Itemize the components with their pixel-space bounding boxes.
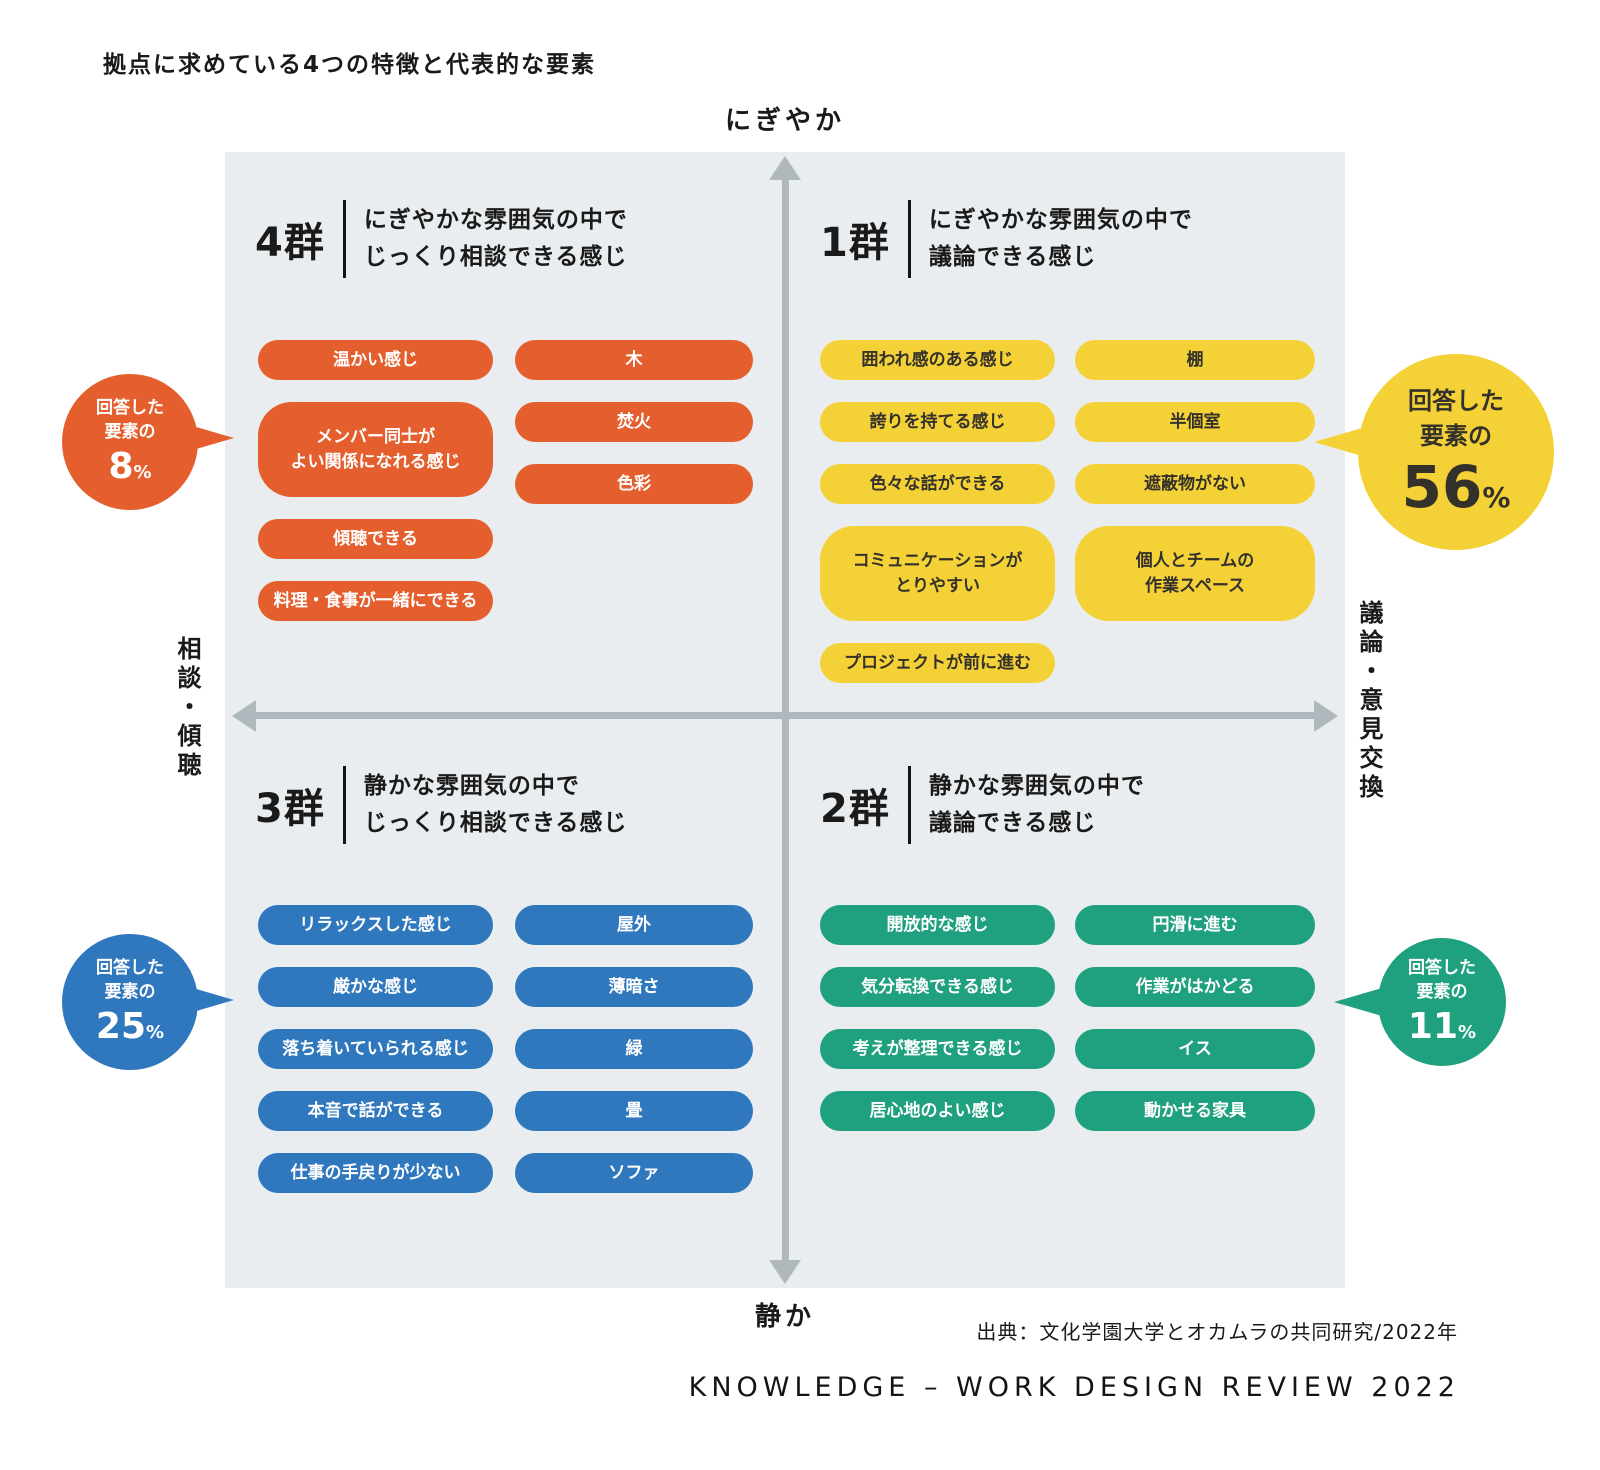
group3-badge-tail	[186, 986, 234, 1014]
group4-badge-tail	[186, 424, 234, 452]
badge-value: 11%	[1408, 1007, 1476, 1047]
arrow-right-icon	[1314, 699, 1338, 732]
pill: メンバー同士が よい関係になれる感じ	[258, 402, 493, 497]
group1-response-badge: 回答した 要素の 56%	[1358, 354, 1554, 550]
pill: 焚火	[515, 402, 753, 442]
pill: プロジェクトが前に進む	[820, 643, 1055, 683]
group3-header-divider	[342, 766, 346, 844]
pill: 本音で話ができる	[258, 1091, 493, 1131]
pill: 薄暗さ	[515, 967, 753, 1007]
group2-description: 静かな雰囲気の中で 議論できる感じ	[928, 772, 1145, 836]
group4-header-divider	[342, 200, 346, 278]
badge-caption: 回答した 要素の	[96, 958, 164, 1003]
group1-badge-tail	[1314, 428, 1362, 456]
group2-pills-right: 円滑に進む 作業がはかどる イス 動かせる家具	[1075, 905, 1315, 1131]
axis-label-top: にぎやか	[724, 106, 846, 136]
group4-number: 4群	[255, 220, 325, 266]
badge-unit: %	[1458, 1022, 1477, 1043]
group3-pills-right: 屋外 薄暗さ 緑 畳 ソファ	[515, 905, 753, 1193]
group4-description: にぎやかな雰囲気の中で じっくり相談できる感じ	[363, 206, 628, 270]
pill: 色々な話ができる	[820, 464, 1055, 504]
vertical-axis-line	[782, 176, 789, 1266]
pill: 温かい感じ	[258, 340, 493, 380]
pill: 考えが整理できる感じ	[820, 1029, 1055, 1069]
group1-header: 1群 にぎやかな雰囲気の中で 議論できる感じ	[820, 200, 1193, 278]
pill: リラックスした感じ	[258, 905, 493, 945]
pill: 屋外	[515, 905, 753, 945]
pill: 作業がはかどる	[1075, 967, 1315, 1007]
badge-number: 8	[108, 446, 134, 487]
badge-unit: %	[133, 462, 152, 483]
badge-value: 8%	[108, 447, 151, 487]
pill: ソファ	[515, 1153, 753, 1193]
badge-value: 56%	[1401, 452, 1511, 521]
badge-number: 56	[1401, 452, 1483, 521]
group2-header: 2群 静かな雰囲気の中で 議論できる感じ	[820, 766, 1145, 844]
group3-description: 静かな雰囲気の中で じっくり相談できる感じ	[363, 772, 628, 836]
group3-response-badge: 回答した 要素の 25%	[62, 934, 198, 1070]
pill: 落ち着いていられる感じ	[258, 1029, 493, 1069]
pill: 気分転換できる感じ	[820, 967, 1055, 1007]
pill: 料理・食事が一緒にできる	[258, 581, 493, 621]
axis-label-bottom: 静か	[754, 1302, 816, 1332]
pill: 仕事の手戻りが少ない	[258, 1153, 493, 1193]
group2-header-divider	[907, 766, 911, 844]
badge-caption: 回答した 要素の	[96, 398, 164, 443]
pill: 棚	[1075, 340, 1315, 380]
pill: イス	[1075, 1029, 1315, 1069]
pill: コミュニケーションが とりやすい	[820, 526, 1055, 621]
group1-description: にぎやかな雰囲気の中で 議論できる感じ	[928, 206, 1193, 270]
group1-header-divider	[907, 200, 911, 278]
pill: 遮蔽物がない	[1075, 464, 1315, 504]
pill: 動かせる家具	[1075, 1091, 1315, 1131]
group2-response-badge: 回答した 要素の 11%	[1378, 938, 1506, 1066]
pill: 畳	[515, 1091, 753, 1131]
badge-value: 25%	[96, 1007, 164, 1047]
group1-number: 1群	[820, 220, 890, 266]
badge-caption: 回答した 要素の	[1408, 387, 1504, 451]
pill: 居心地のよい感じ	[820, 1091, 1055, 1131]
arrow-down-icon	[769, 1260, 801, 1284]
group1-pills-right: 棚 半個室 遮蔽物がない 個人とチームの 作業スペース	[1075, 340, 1315, 621]
axis-label-left: 相談・傾聴	[173, 636, 201, 781]
badge-number: 25	[95, 1006, 147, 1047]
pill: 傾聴できる	[258, 519, 493, 559]
arrow-left-icon	[232, 699, 256, 732]
pill: 開放的な感じ	[820, 905, 1055, 945]
pill: 誇りを持てる感じ	[820, 402, 1055, 442]
group1-pills-left: 囲われ感のある感じ 誇りを持てる感じ 色々な話ができる コミュニケーションが と…	[820, 340, 1055, 683]
pill: 厳かな感じ	[258, 967, 493, 1007]
pill: 木	[515, 340, 753, 380]
pill: 色彩	[515, 464, 753, 504]
pill: 緑	[515, 1029, 753, 1069]
group3-header: 3群 静かな雰囲気の中で じっくり相談できる感じ	[255, 766, 627, 844]
group4-response-badge: 回答した 要素の 8%	[62, 374, 198, 510]
pill: 個人とチームの 作業スペース	[1075, 526, 1315, 621]
pill: 円滑に進む	[1075, 905, 1315, 945]
horizontal-axis-line	[254, 712, 1316, 719]
group3-pills-left: リラックスした感じ 厳かな感じ 落ち着いていられる感じ 本音で話ができる 仕事の…	[258, 905, 493, 1193]
badge-unit: %	[1482, 480, 1511, 514]
publication-wordmark: KNOWLEDGE – WORK DESIGN REVIEW 2022	[688, 1372, 1460, 1403]
badge-unit: %	[146, 1022, 165, 1043]
axis-label-right: 議論・意見交換	[1355, 600, 1383, 803]
arrow-up-icon	[769, 156, 801, 180]
group2-number: 2群	[820, 786, 890, 832]
pill: 囲われ感のある感じ	[820, 340, 1055, 380]
group3-number: 3群	[255, 786, 325, 832]
group4-header: 4群 にぎやかな雰囲気の中で じっくり相談できる感じ	[255, 200, 628, 278]
group2-badge-tail	[1334, 988, 1382, 1016]
group2-pills-left: 開放的な感じ 気分転換できる感じ 考えが整理できる感じ 居心地のよい感じ	[820, 905, 1055, 1131]
source-credit: 出典：文化学園大学とオカムラの共同研究/2022年	[976, 1320, 1458, 1344]
group4-pills-right: 木 焚火 色彩	[515, 340, 753, 504]
badge-number: 11	[1407, 1006, 1459, 1047]
page-title: 拠点に求めている4つの特徴と代表的な要素	[103, 52, 597, 78]
badge-caption: 回答した 要素の	[1408, 958, 1476, 1003]
group4-pills-left: 温かい感じ メンバー同士が よい関係になれる感じ 傾聴できる 料理・食事が一緒に…	[258, 340, 493, 621]
pill: 半個室	[1075, 402, 1315, 442]
